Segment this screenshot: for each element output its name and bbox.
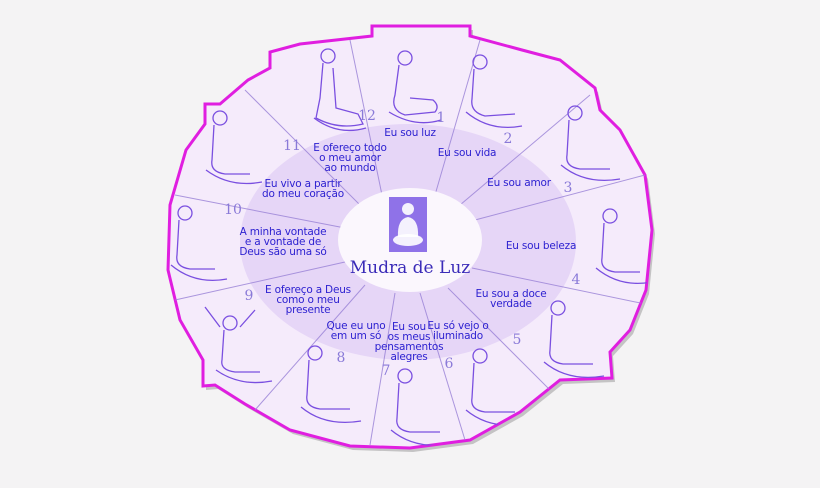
segment-number-11: 11 [283,138,301,154]
segment-number-8: 8 [336,350,346,366]
affirmation-9: E ofereço a Deus como o meu presente [265,284,351,316]
figure-11-icon [205,110,263,185]
affirmation-12: E ofereço todo o meu amor ao mundo [313,142,387,174]
meditation-logo-icon [389,197,427,252]
figure-1-icon [388,50,442,124]
affirmation-11: Eu vivo a partir do meu coração [262,178,344,200]
diagram-title: Mudra de Luz [349,258,471,278]
segment-number-3: 3 [563,180,573,196]
affirmation-6: Eu só vejo o iluminado [427,320,489,342]
segment-number-9: 9 [244,288,254,304]
affirmation-7: Eu sou os meus pensamentos alegres [374,321,444,363]
affirmation-4: Eu sou beleza [505,240,577,252]
figure-3-icon [560,105,621,182]
figure-9-icon [204,306,273,384]
affirmation-5: Eu sou a doce verdade [475,288,547,310]
figure-2-icon [465,54,523,129]
figure-5-icon [543,300,605,379]
segment-number-1: 1 [436,110,446,126]
figure-12-icon [313,48,367,132]
affirmation-10: A minha vontade e a vontade de Deus são … [239,226,327,258]
segment-number-5: 5 [512,332,522,348]
affirmation-1: Eu sou luz [384,127,436,139]
affirmation-8: Que eu uno em um só [326,320,386,342]
segment-number-7: 7 [381,363,391,379]
segment-number-2: 2 [503,131,513,147]
figure-8-icon [300,345,362,424]
segment-number-10: 10 [224,202,242,218]
segment-dividers [174,39,651,446]
segment-number-6: 6 [444,356,454,372]
meditation-figures [170,48,652,447]
affirmation-3: Eu sou amor [487,177,551,189]
segment-number-4: 4 [571,272,581,288]
affirmation-2: Eu sou vida [437,147,497,159]
figure-10-icon [170,205,228,282]
segment-number-12: 12 [358,108,376,124]
